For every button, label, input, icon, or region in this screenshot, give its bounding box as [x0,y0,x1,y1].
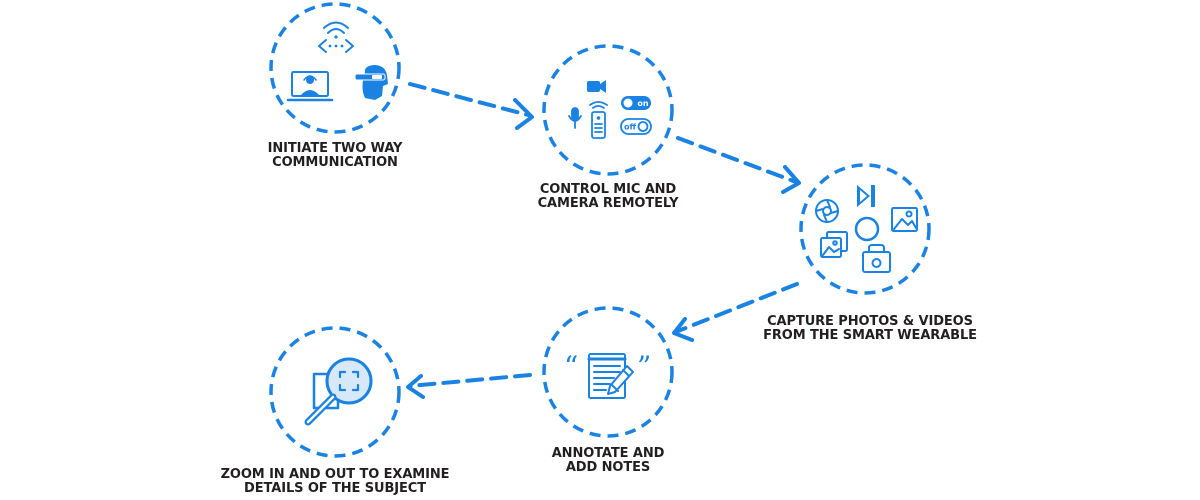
step-label-initiate-line-1: INITIATE TWO WAY [267,141,403,156]
aperture-icon [815,199,839,223]
play-skip-icon [857,185,875,207]
step-circle-annotate [542,306,674,438]
step-label-annotate-line-2: ADD NOTES [565,460,651,475]
arrow-initiate-to-control [408,82,534,130]
step-circle-control [542,44,674,176]
step-label-control-line-2: CAMERA REMOTELY [537,196,679,211]
step-circle-initiate [269,2,401,134]
step-label-initiate: INITIATE TWO WAY COMMUNICATION [235,142,435,170]
step-circle-capture [799,163,931,295]
step-label-zoom-line-2: DETAILS OF THE SUBJECT [244,481,426,496]
step-label-control-line-1: CONTROL MIC AND [539,182,677,197]
photo-video-capture-icon [815,185,918,273]
toggle-on-icon: on [621,96,651,110]
video-camera-icon [587,80,606,93]
arrow-control-to-capture [676,136,801,194]
toggle-off-icon: off [620,118,652,135]
step-label-capture: CAPTURE PHOTOS & VIDEOS FROM THE SMART W… [745,315,995,343]
step-label-capture-line-1: CAPTURE PHOTOS & VIDEOS [767,314,973,329]
remote-control-icon [589,101,608,139]
two-way-communication-icon [286,21,388,102]
annotate-notes-icon: “ ” [564,350,651,399]
mic-camera-toggle-icon: on off [568,80,652,139]
microphone-icon [568,107,582,129]
step-label-zoom: ZOOM IN AND OUT TO EXAMINE DETAILS OF TH… [210,468,460,496]
step-label-initiate-line-2: COMMUNICATION [272,155,398,170]
gallery-icon [820,231,848,258]
close-quote-icon: ” [637,350,651,383]
arrow-capture-to-annotate [672,282,799,342]
focus-brackets-icon [338,370,360,392]
step-circle-zoom [269,326,401,458]
camera-icon [862,244,891,273]
step-label-zoom-line-1: ZOOM IN AND OUT TO EXAMINE [220,467,450,482]
step-label-annotate-line-1: ANNOTATE AND [551,446,665,461]
step-label-capture-line-2: FROM THE SMART WEARABLE [763,328,977,343]
open-quote-icon: “ [564,350,578,383]
step-label-control: CONTROL MIC AND CAMERA REMOTELY [508,183,708,211]
toggle-off-label: off [624,123,636,132]
zoom-magnifier-icon [304,357,373,426]
step-label-annotate: ANNOTATE AND ADD NOTES [508,447,708,475]
toggle-on-label: on [637,99,648,108]
shutter-icon [854,216,880,242]
arrow-annotate-to-zoom [406,373,532,399]
pen-icon [607,365,634,395]
image-icon [891,207,918,232]
